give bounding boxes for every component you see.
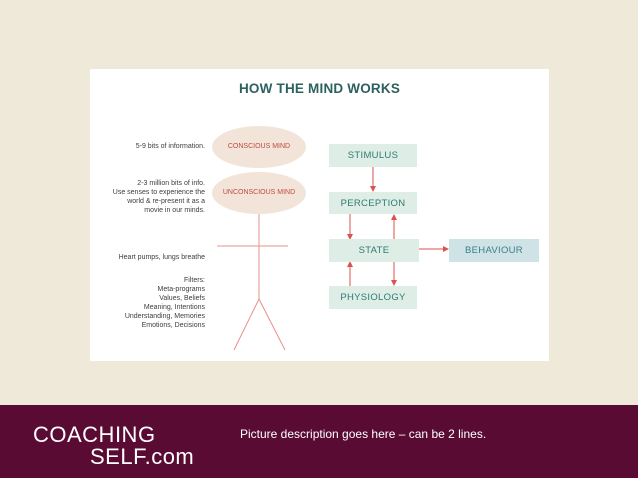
diagram-panel: HOW THE MIND WORKS 5-9 bits of informati…: [90, 69, 549, 361]
footer-bar: COACHING SELF.com Picture description go…: [0, 405, 638, 478]
body-note: Heart pumps, lungs breathe: [119, 253, 205, 262]
unconscious-note: 2-3 million bits of info. Use senses to …: [113, 179, 205, 215]
unconscious-mind-label: UNCONSCIOUS MIND: [222, 189, 296, 196]
state-box: STATE: [329, 239, 419, 262]
note-line: Values, Beliefs: [159, 295, 205, 302]
note-line: Meta-programs: [157, 286, 205, 293]
behaviour-box: BEHAVIOUR: [449, 239, 539, 262]
note-line: Heart pumps, lungs breathe: [118, 254, 205, 261]
stimulus-box: STIMULUS: [329, 144, 417, 167]
figure-left-leg: [233, 298, 260, 351]
filters-note: Filters: Meta-programs Values, Beliefs M…: [125, 276, 205, 330]
note-line: Understanding, Memories: [124, 313, 205, 320]
note-line: Filters:: [184, 277, 205, 284]
logo-self: SELF.com: [90, 444, 195, 469]
figure-right-leg: [258, 298, 286, 351]
note-line: Meaning, Intentions: [143, 304, 205, 311]
diagram-title: HOW THE MIND WORKS: [238, 81, 401, 96]
note-line: world & re-present it as a: [127, 198, 205, 205]
note-line: 5-9 bits of information.: [135, 143, 205, 150]
note-line: Use senses to experience the: [112, 189, 205, 196]
perception-box: PERCEPTION: [329, 192, 417, 214]
unconscious-mind-oval: [212, 172, 306, 214]
conscious-note: 5-9 bits of information.: [136, 142, 205, 151]
note-line: movie in our minds.: [144, 207, 205, 214]
note-line: Emotions, Decisions: [141, 322, 205, 329]
conscious-mind-oval: [212, 126, 306, 168]
conscious-mind-label: CONSCIOUS MIND: [227, 143, 291, 150]
picture-caption: Picture description goes here – can be 2…: [240, 427, 487, 441]
physiology-box: PHYSIOLOGY: [329, 286, 417, 309]
note-line: 2-3 million bits of info.: [137, 180, 205, 187]
logo-coaching: COACHING: [33, 422, 156, 447]
diagram-graphics: [212, 126, 449, 351]
